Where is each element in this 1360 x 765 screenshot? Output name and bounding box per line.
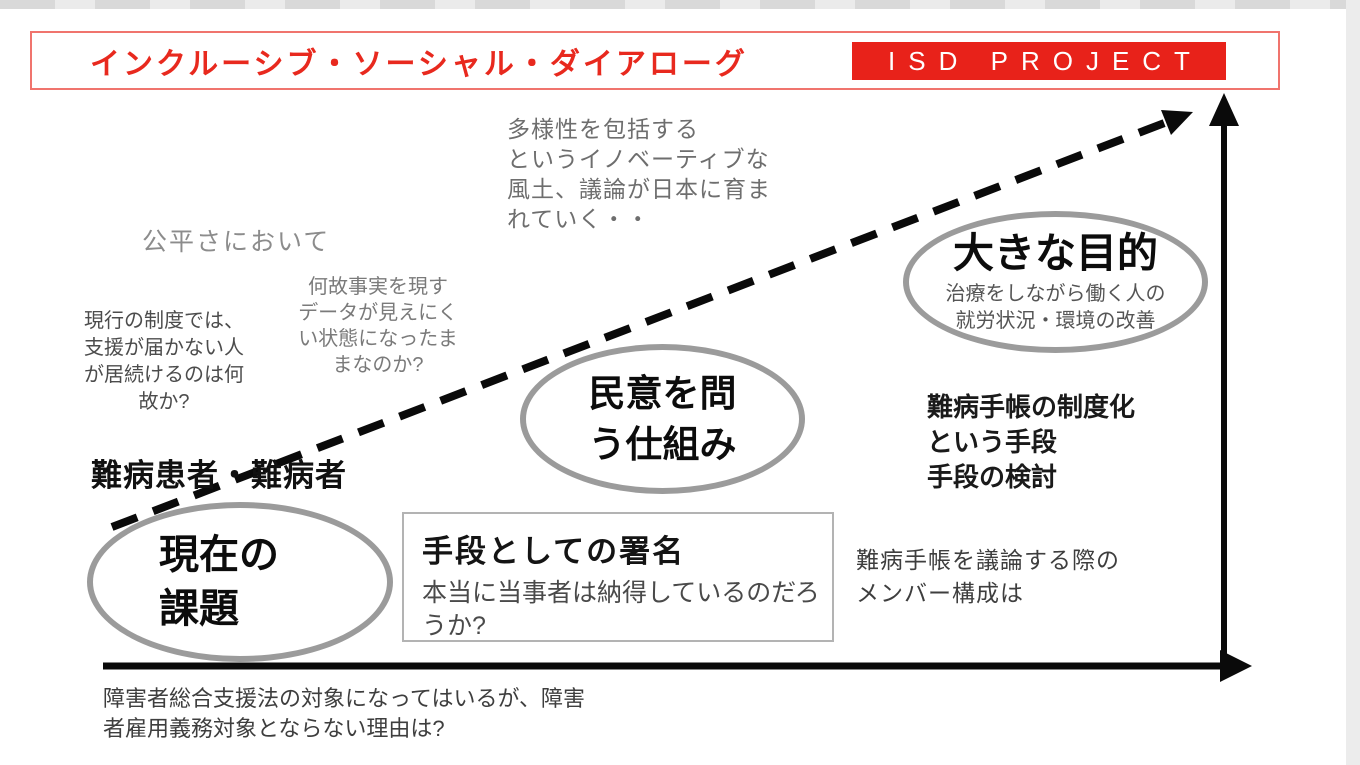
slide-title: インクルーシブ・ソーシャル・ダイアローグ: [90, 47, 748, 81]
ellipse-public-opinion: 民意を問 う仕組み: [520, 344, 805, 494]
note-fairness: 公平さにおいて: [142, 228, 331, 256]
window-edge-strip: [0, 0, 1360, 9]
note-employment-question: 障害者総合支援法の対象になってはいるが、障害 者雇用義務対象とならない理由は?: [103, 686, 586, 741]
note-techo-members: 難病手帳を議論する際の メンバー構成は: [856, 547, 1120, 606]
ellipse-big-goal-subtitle: 治療をしながら働く人の 就労状況・環境の改善: [945, 282, 1166, 332]
vertical-axis-arrowhead-icon: [1209, 93, 1239, 126]
project-badge: ISD PROJECT: [852, 42, 1226, 80]
ellipse-public-opinion-label: 民意を問 う仕組み: [588, 373, 737, 465]
signature-box: 手段としての署名 本当に当事者は納得しているのだろ うか?: [402, 512, 834, 642]
note-diversity: 多様性を包括する というイノベーティブな 風土、議論が日本に育ま れていく・・: [507, 116, 771, 232]
signature-box-body: 本当に当事者は納得しているのだろ うか?: [422, 579, 820, 640]
horizontal-axis-arrowhead-icon: [1220, 650, 1252, 682]
ellipse-big-goal: 大きな目的 治療をしながら働く人の 就労状況・環境の改善: [903, 211, 1208, 353]
growth-dashed-arrow: [110, 118, 1169, 531]
note-current-system: 現行の制度では、 支援が届かない人 が居続けるのは何 故か?: [84, 310, 244, 413]
note-data-hidden: 何故事実を現す データが見えにく い状態になったま まなのか?: [298, 276, 458, 376]
header-banner: インクルーシブ・ソーシャル・ダイアローグ ISD PROJECT: [30, 31, 1280, 90]
ellipse-current-issue: 現在の 課題: [87, 502, 393, 662]
page-margin-strip: [1346, 0, 1360, 765]
note-techo-means: 難病手帳の制度化 という手段 手段の検討: [927, 392, 1136, 492]
ellipse-big-goal-title: 大きな目的: [953, 229, 1158, 276]
signature-box-title: 手段としての署名: [422, 534, 686, 569]
growth-arrowhead-icon: [1161, 110, 1193, 135]
label-patients: 難病患者・難病者: [91, 458, 347, 493]
ellipse-current-issue-label: 現在の 課題: [159, 533, 279, 631]
